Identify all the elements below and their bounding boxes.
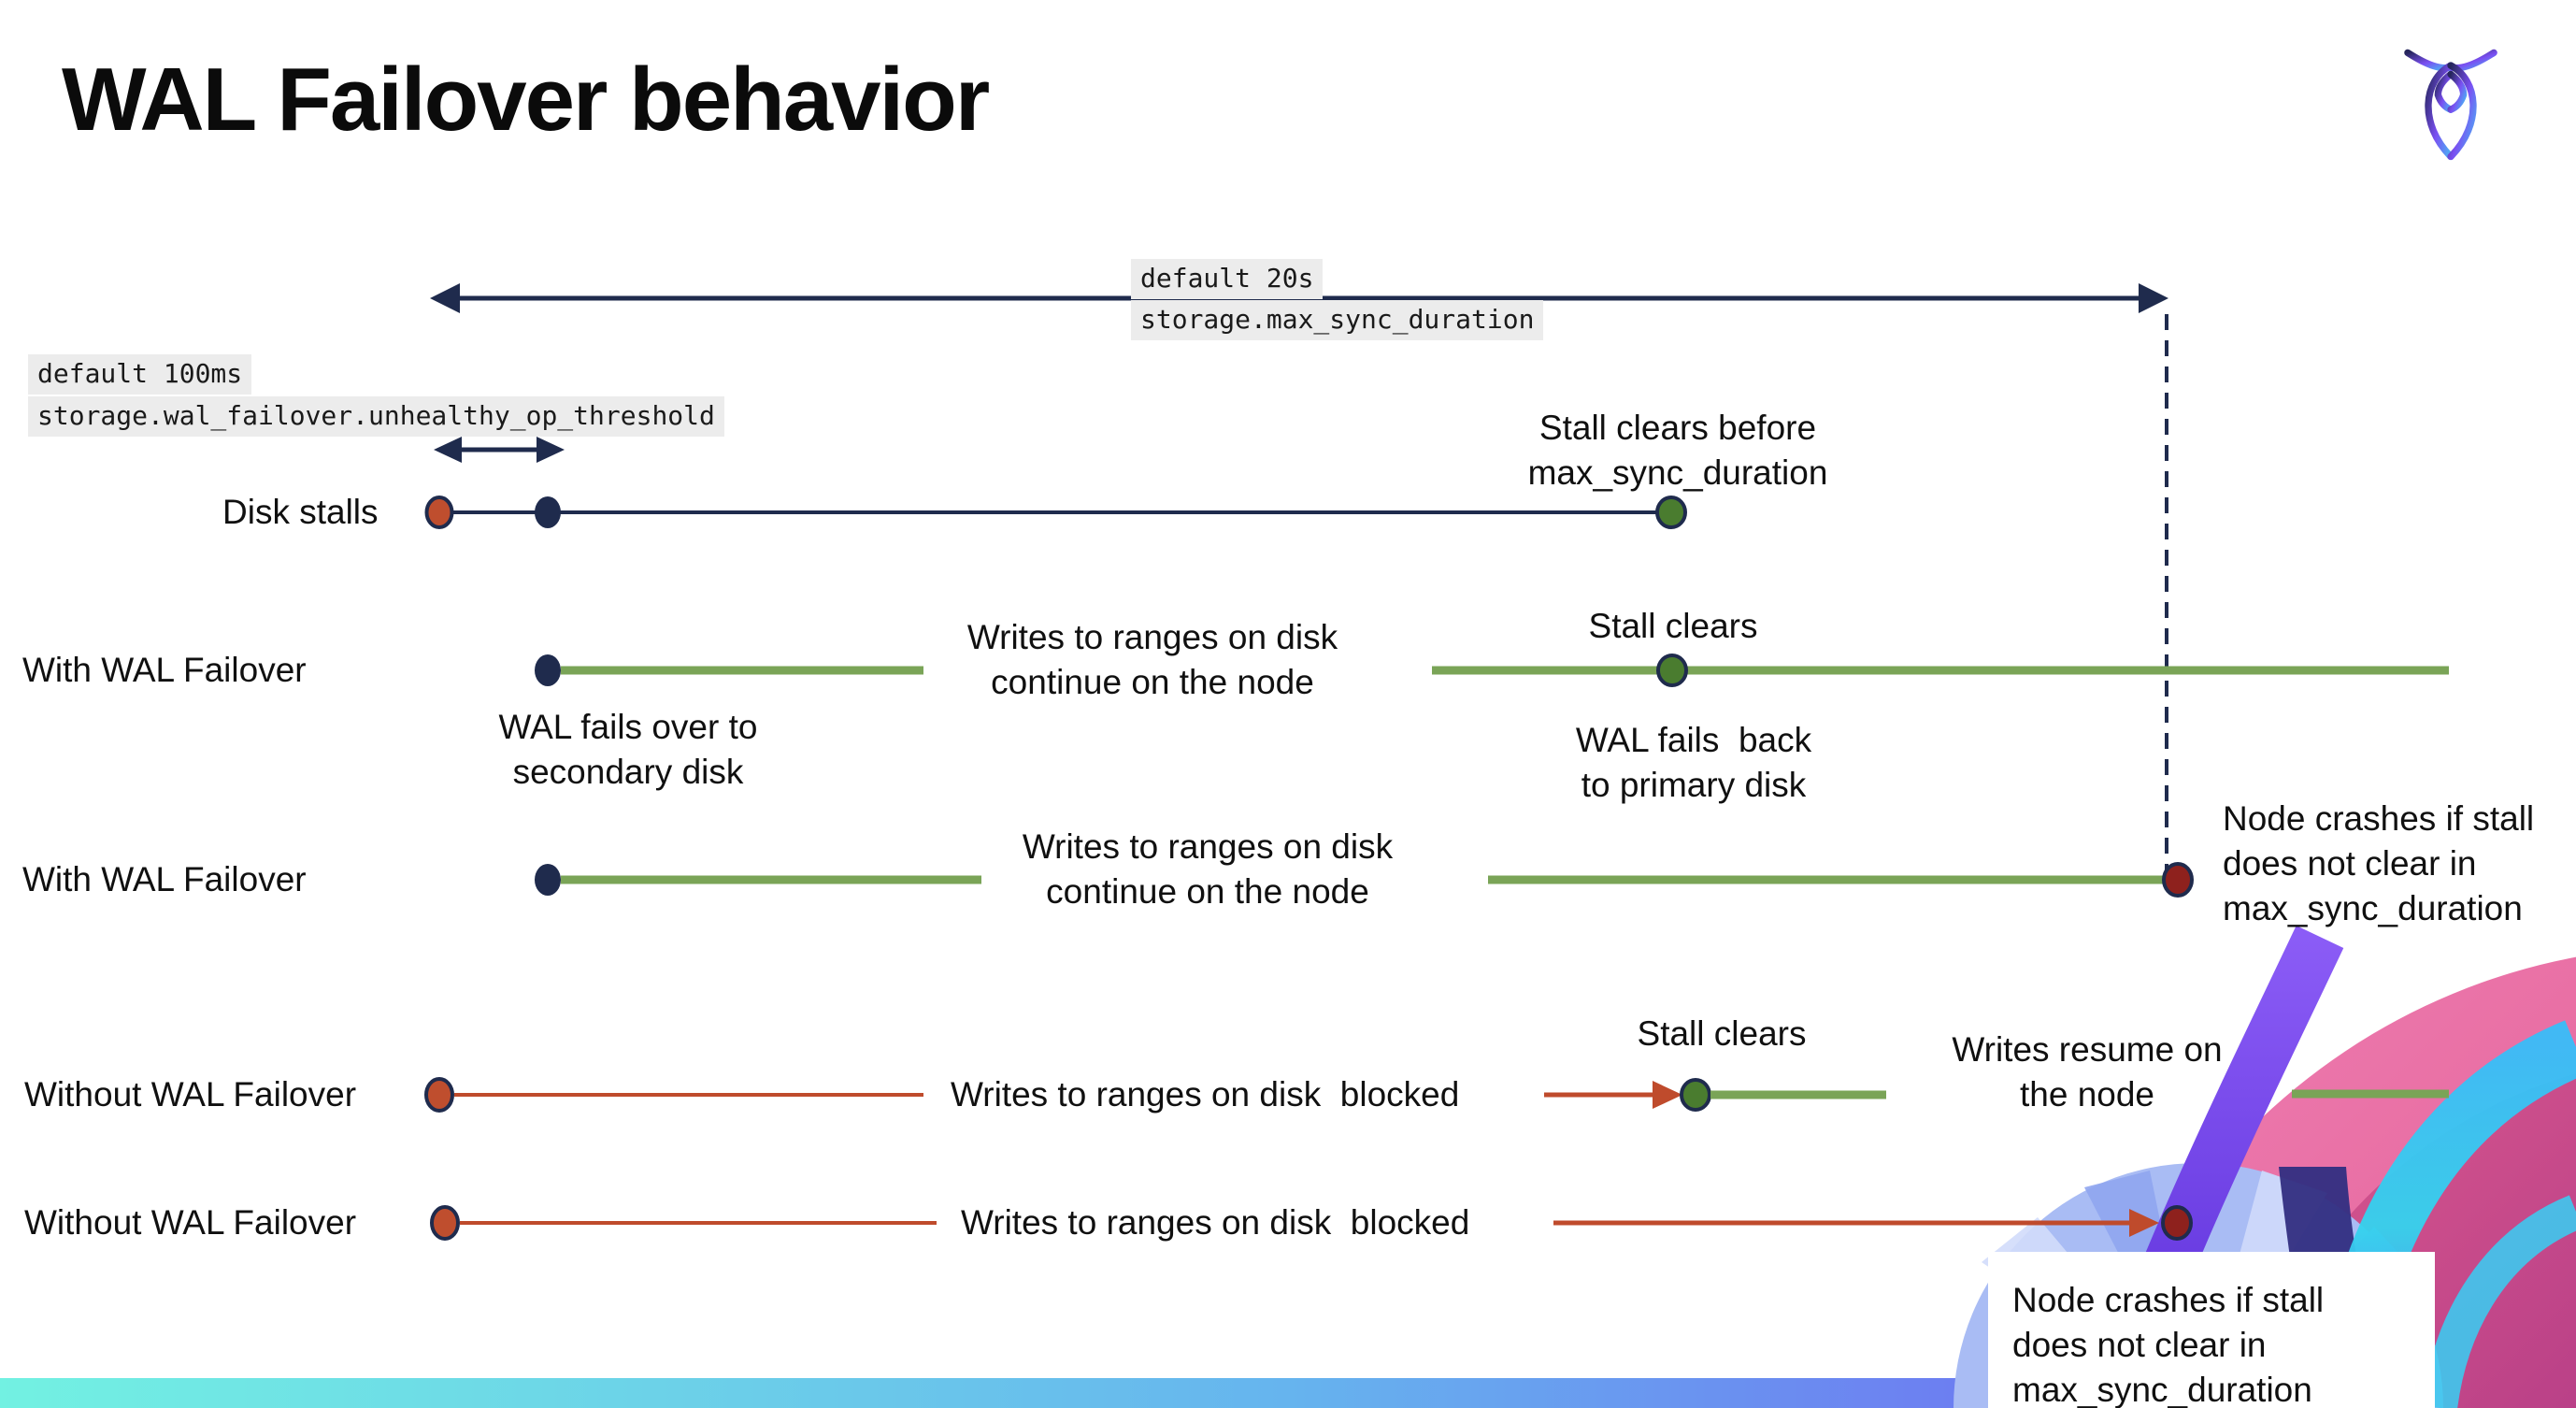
note-line: does not clear in xyxy=(2223,844,2477,883)
max-sync-default-label: default 20s xyxy=(1131,259,1324,299)
red-arrowhead xyxy=(2129,1209,2159,1237)
stall-start-dot xyxy=(430,1205,460,1241)
note-line: Node crashes if stall xyxy=(2223,799,2535,838)
note-line: Writes to ranges on disk blocked xyxy=(951,1075,1460,1113)
row-label-without-wal-failover-1: Without WAL Failover xyxy=(24,1075,357,1113)
crash-dot xyxy=(2162,862,2194,898)
note-wal-fails-back: WAL fails back to primary disk xyxy=(1576,718,1811,808)
row-label-without-wal-failover-2: Without WAL Failover xyxy=(24,1203,357,1242)
note-writes-blocked-1: Writes to ranges on disk blocked xyxy=(951,1072,1459,1117)
note-line: WAL fails over to xyxy=(498,708,758,746)
note-wal-fails-over: WAL fails over to secondary disk xyxy=(499,705,758,795)
row-label-with-wal-failover-2: With WAL Failover xyxy=(22,860,307,898)
timeline-with-failover-crash xyxy=(535,862,2194,898)
note-line: max_sync_duration xyxy=(2012,1371,2312,1408)
note-stall-clears-2: Stall clears xyxy=(1638,1012,1807,1056)
note-node-crashes-1: Node crashes if stall does not clear in … xyxy=(2223,797,2534,931)
timeline-without-failover-crash xyxy=(430,1205,2193,1241)
note-line: Writes resume on xyxy=(1952,1030,2223,1069)
page-title: WAL Failover behavior xyxy=(62,50,990,150)
note-line: Stall clears xyxy=(1588,607,1758,645)
note-writes-continue-2: Writes to ranges on disk continue on the… xyxy=(1023,825,1393,914)
threshold-default-label: default 100ms xyxy=(28,354,252,395)
timeline-disk-stalls xyxy=(424,496,1687,529)
failback-dot xyxy=(1656,654,1688,687)
max-sync-setting-label: storage.max_sync_duration xyxy=(1131,300,1544,340)
note-stall-clears-before: Stall clears before max_sync_duration xyxy=(1528,406,1828,496)
note-line: continue on the node xyxy=(1046,872,1369,911)
failover-dot xyxy=(535,654,561,686)
note-line: Writes to ranges on disk xyxy=(966,618,1338,656)
threshold-arrow xyxy=(434,437,565,463)
red-arrowhead xyxy=(1653,1081,1682,1109)
note-stall-clears-1: Stall clears xyxy=(1589,604,1758,649)
note-line: Node crashes if stall xyxy=(2012,1281,2325,1319)
note-writes-blocked-2: Writes to ranges on disk blocked xyxy=(961,1200,1469,1245)
stall-clears-dot xyxy=(1680,1078,1711,1112)
note-line: Writes to ranges on disk xyxy=(1022,827,1394,866)
note-line: Stall clears before xyxy=(1538,409,1817,447)
failover-dot xyxy=(535,864,561,896)
note-line: does not clear in xyxy=(2012,1326,2267,1364)
note-writes-continue-1: Writes to ranges on disk continue on the… xyxy=(967,615,1338,705)
note-line: continue on the node xyxy=(991,663,1314,701)
stall-start-dot xyxy=(424,496,454,529)
threshold-dot xyxy=(535,496,561,528)
timeline-without-failover-clears xyxy=(424,1077,2449,1113)
threshold-setting-label: storage.wal_failover.unhealthy_op_thresh… xyxy=(28,396,724,437)
stall-start-dot xyxy=(424,1077,454,1113)
crash-dot xyxy=(2161,1205,2193,1241)
note-line: to primary disk xyxy=(1581,766,1807,804)
row-label-disk-stalls: Disk stalls xyxy=(222,493,379,531)
note-line: WAL fails back xyxy=(1575,721,1812,759)
note-writes-resume: Writes resume on the node xyxy=(1952,1027,2222,1117)
row-label-with-wal-failover-1: With WAL Failover xyxy=(22,651,307,689)
note-line: Stall clears xyxy=(1637,1014,1807,1053)
note-node-crashes-2-box: Node crashes if stall does not clear in … xyxy=(1988,1252,2435,1408)
timeline-with-failover-clears xyxy=(535,654,2449,687)
note-line: the node xyxy=(2019,1075,2155,1113)
cockroachdb-logo-icon xyxy=(2404,49,2497,161)
note-line: max_sync_duration xyxy=(2223,889,2523,927)
note-line: max_sync_duration xyxy=(1527,453,1828,492)
stall-clears-dot xyxy=(1655,496,1687,529)
note-line: secondary disk xyxy=(512,753,744,791)
note-line: Writes to ranges on disk blocked xyxy=(961,1203,1470,1242)
